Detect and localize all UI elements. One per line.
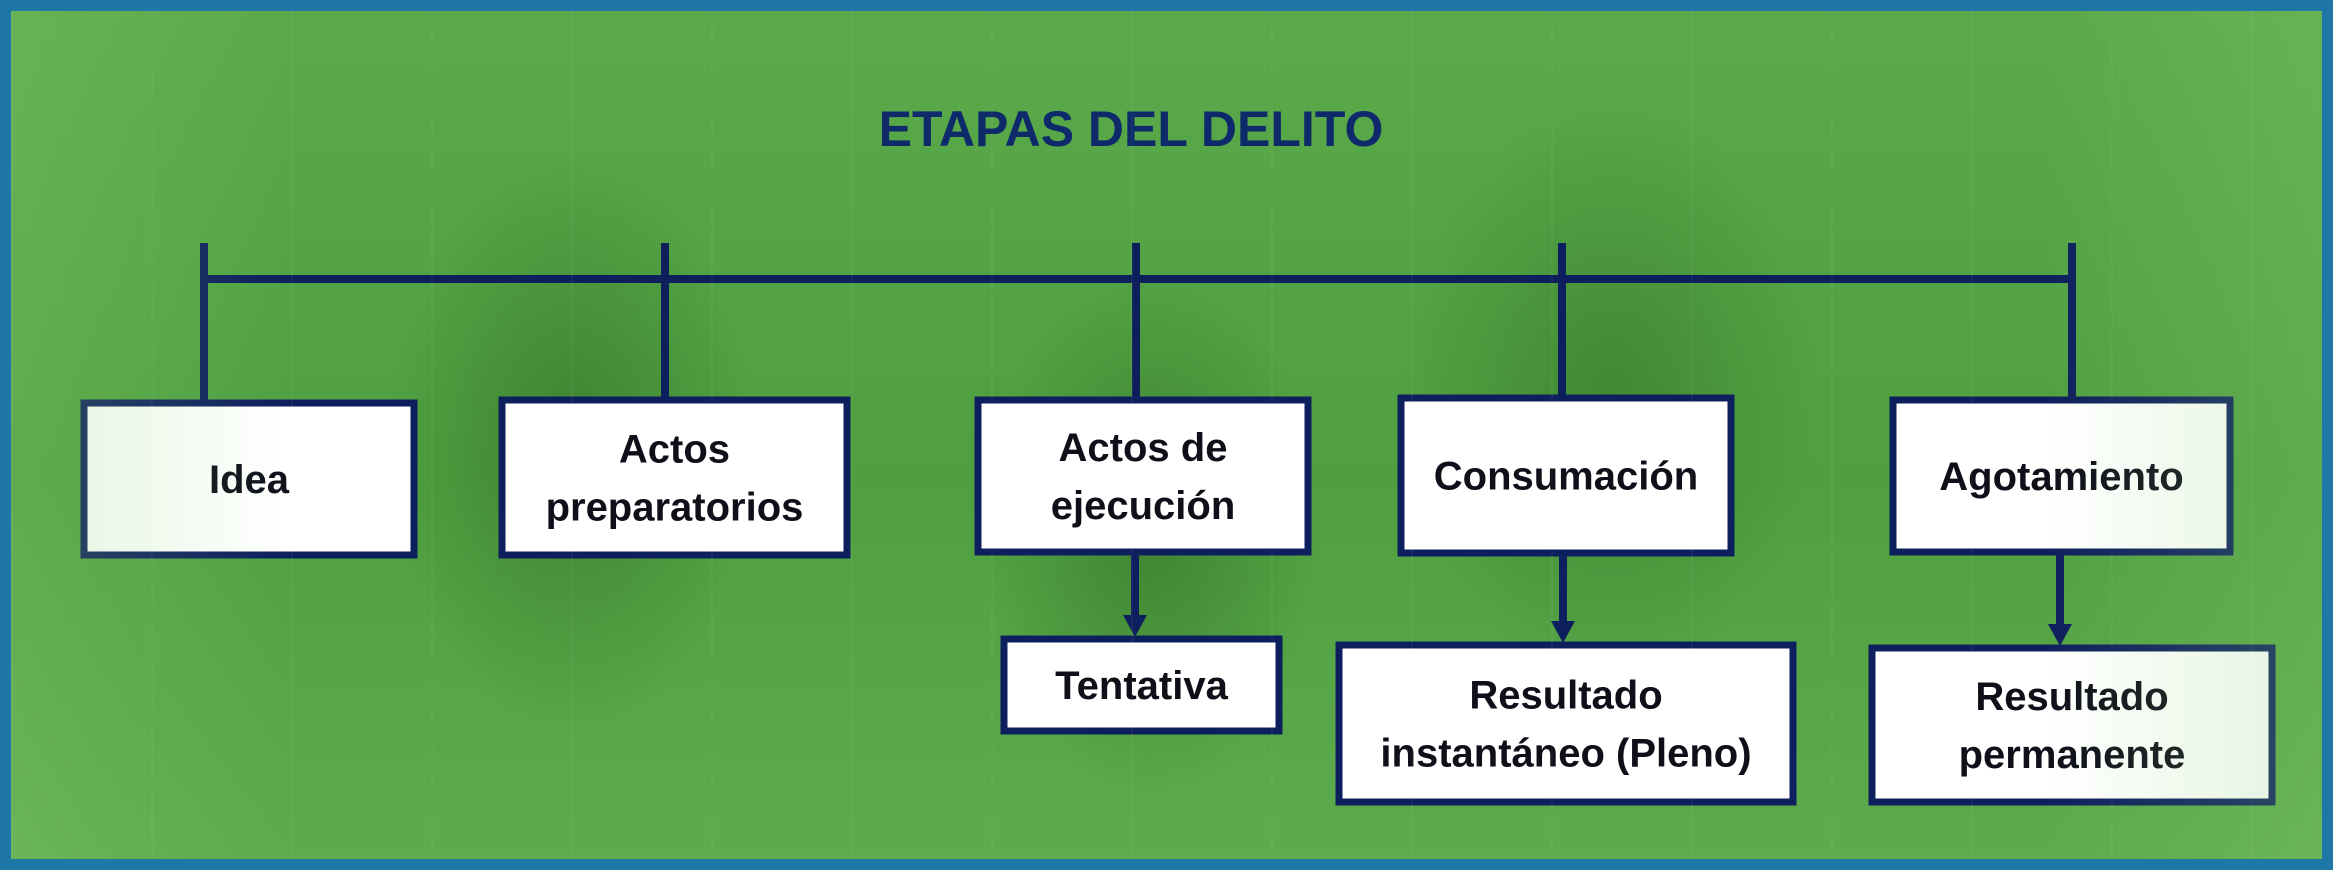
stage-box-actos-preparatorios: Actos preparatorios <box>498 396 851 559</box>
arrow-head-resultado-permanente <box>2048 624 2072 646</box>
result-box-tentativa-label: Tentativa <box>1055 664 1228 708</box>
stage-box-idea: Idea <box>80 399 418 559</box>
stage-box-consumacion: Consumación <box>1397 394 1735 557</box>
result-box-resultado-instantaneo: Resultado instantáneo (Pleno) <box>1335 641 1797 806</box>
stages-diagram: ETAPAS DEL DELITO Idea Actos preparatorios… <box>80 101 2276 806</box>
result-box-tentativa-rect <box>1000 635 1283 735</box>
result-box-resultado-instantaneo-label: instantáneo (Pleno) <box>1380 732 1751 776</box>
stage-box-actos-de-ejecucion-label: Actos de <box>1059 426 1228 470</box>
result-box-resultado-permanente-rect <box>1868 644 2276 806</box>
stage-box-actos-de-ejecucion-rect <box>974 396 1312 556</box>
result-box-resultado-permanente: Resultado permanente <box>1868 644 2276 806</box>
result-box-resultado-permanente-label: permanente <box>1959 733 2186 777</box>
stage-box-actos-de-ejecucion-label: ejecución <box>1051 484 1236 528</box>
result-box-resultado-instantaneo-label: Resultado <box>1469 674 1662 718</box>
stage-box-consumacion-rect <box>1397 394 1735 557</box>
stage-box-actos-preparatorios-label: Actos <box>619 428 730 472</box>
arrow-head-tentativa <box>1123 615 1147 637</box>
result-box-resultado-permanente-label: Resultado <box>1975 675 2168 719</box>
stage-box-agotamiento: Agotamiento <box>1889 396 2234 556</box>
stage-box-agotamiento-rect <box>1889 396 2234 556</box>
nodes: Idea Actos preparatorios Actos de ejecución C… <box>80 394 2276 806</box>
stage-box-actos-preparatorios-rect <box>498 396 851 559</box>
stage-box-idea-rect <box>80 399 418 559</box>
diagram-title: ETAPAS DEL DELITO <box>879 101 1384 157</box>
stage-box-agotamiento-label: Agotamiento <box>1939 455 2183 499</box>
result-box-tentativa: Tentativa <box>1000 635 1283 735</box>
stage-box-actos-preparatorios-label: preparatorios <box>546 486 804 530</box>
result-box-resultado-instantaneo-rect <box>1335 641 1797 806</box>
stage-box-idea-label: Idea <box>209 458 290 502</box>
connectors <box>200 243 2076 646</box>
arrow-head-resultado-instantaneo <box>1551 621 1575 643</box>
stage-box-actos-de-ejecucion: Actos de ejecución <box>974 396 1312 556</box>
stage-box-consumacion-label: Consumación <box>1434 455 1698 499</box>
